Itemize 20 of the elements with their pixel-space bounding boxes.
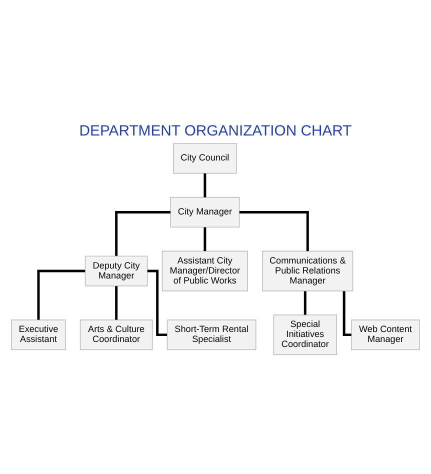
connector [115, 286, 118, 320]
connector [304, 290, 306, 314]
node-box: Deputy City Manager [84, 255, 148, 286]
connector [342, 290, 352, 336]
node-box: City Manager [170, 196, 240, 228]
connector [37, 269, 86, 320]
node-box: Short-Term Rental Specialist [166, 318, 256, 350]
connector [239, 210, 309, 251]
connector [115, 210, 170, 256]
node-box: Communications & Public Relations Manager [262, 250, 354, 291]
diagram-title: DEPARTMENT ORGANIZATION CHART [79, 123, 352, 140]
connector [204, 226, 206, 251]
connector [147, 269, 168, 336]
node-box: Arts & Culture Coordinator [80, 318, 153, 350]
node-box: Assistant City Manager/Director of Public Works [162, 250, 248, 291]
node-box: Special Initiatives Coordinator [273, 314, 338, 355]
connector [204, 172, 206, 197]
node-box: Web Content Manager [351, 318, 420, 350]
node-box: Executive Assistant [11, 318, 66, 350]
node-box: City Council [173, 142, 237, 174]
